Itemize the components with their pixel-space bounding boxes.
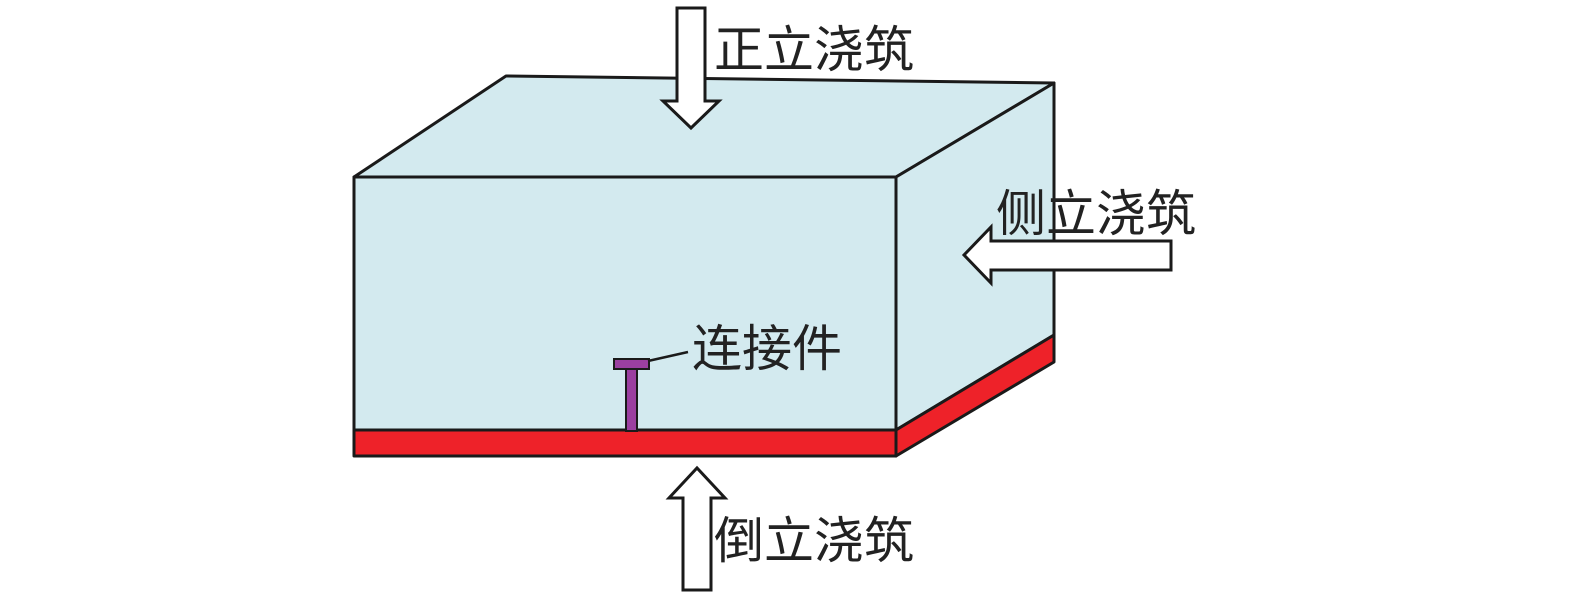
connector-stem bbox=[625, 366, 638, 432]
top-pour-arrow-icon bbox=[659, 6, 723, 131]
connector-icon bbox=[613, 358, 650, 432]
side-pour-arrow-icon bbox=[961, 223, 1173, 287]
top-pour-label: 正立浇筑 bbox=[714, 21, 914, 79]
bottom-pour-label: 倒立浇筑 bbox=[714, 512, 914, 570]
bottom-pour-arrow-icon bbox=[665, 465, 729, 592]
block-front-base-layer bbox=[352, 428, 898, 458]
connector-head bbox=[613, 358, 650, 370]
connector-label: 连接件 bbox=[692, 320, 842, 378]
connector-leader-line bbox=[647, 350, 689, 363]
side-pour-label: 侧立浇筑 bbox=[996, 185, 1196, 243]
